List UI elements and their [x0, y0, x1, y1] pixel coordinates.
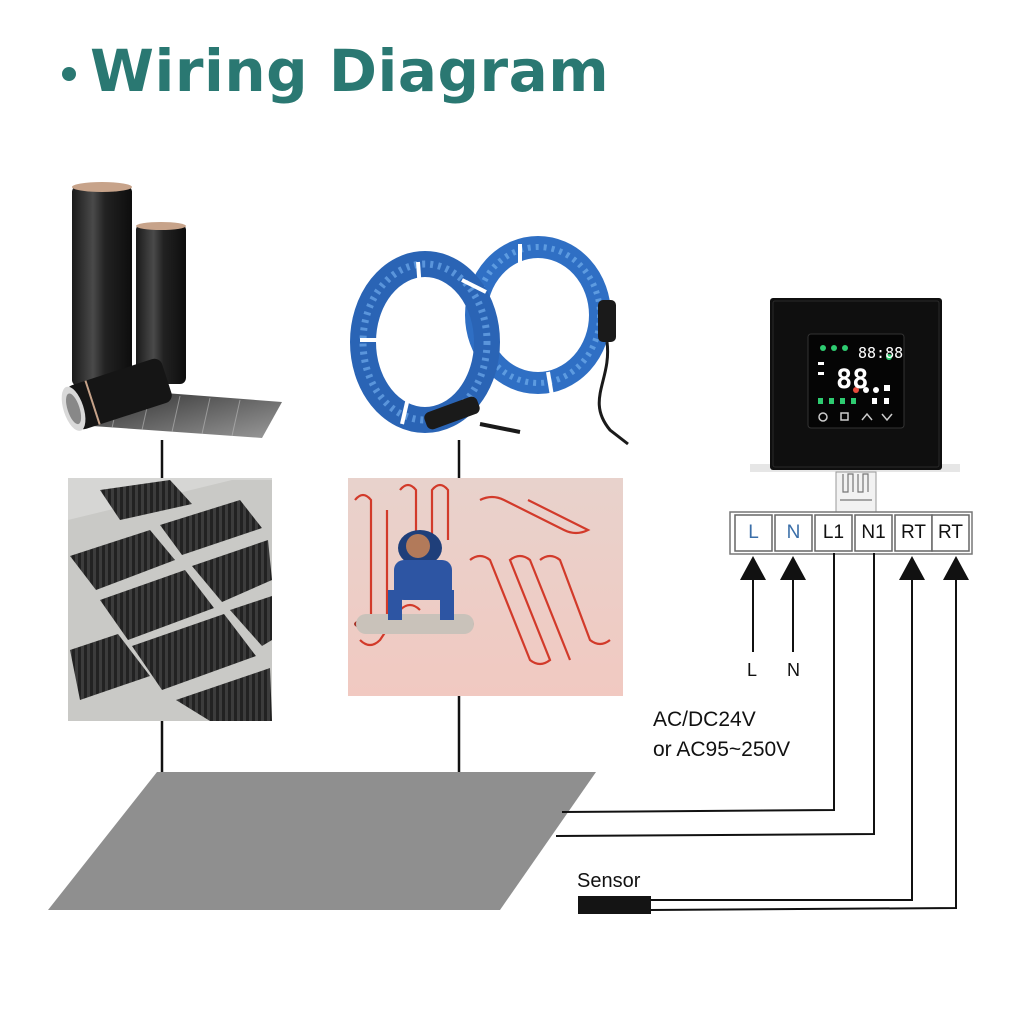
device-connector-lines	[160, 440, 461, 772]
heating-cable-coils-illustration	[350, 236, 629, 446]
heating-film-rolls-illustration	[61, 182, 282, 438]
page-title: Wiring Diagram	[62, 42, 609, 100]
heating-wire-installation-photo	[348, 478, 623, 696]
input-n-label: N	[787, 660, 800, 680]
thermostat-ribbon-cable	[835, 471, 877, 517]
temperature-sensor-probe	[578, 896, 651, 914]
chevron-down-icon	[881, 413, 893, 422]
power-icon	[818, 412, 828, 422]
heating-film-floor-photo	[68, 478, 272, 721]
terminal-l1: L1	[822, 522, 845, 543]
power-supply-spec: AC/DC24V or AC95~250V	[653, 705, 790, 765]
terminal-l: L	[748, 522, 759, 543]
heated-floor-area	[48, 772, 596, 910]
terminal-n: N	[786, 522, 801, 543]
sensor-label: Sensor	[577, 870, 641, 892]
terminal-rt-1: RT	[901, 522, 926, 543]
menu-icon	[840, 412, 849, 421]
sensor-wires	[649, 556, 969, 911]
terminal-n1: N1	[861, 522, 886, 543]
thermostat-temp-display: 88	[836, 364, 869, 395]
title-bullet	[62, 67, 76, 81]
load-output-wires	[555, 553, 875, 837]
chevron-up-icon	[861, 412, 873, 421]
terminal-rt-2: RT	[938, 522, 963, 543]
power-spec-line-1: AC/DC24V	[653, 708, 756, 731]
power-spec-line-2: or AC95~250V	[653, 738, 791, 761]
input-l-label: L	[747, 660, 758, 680]
terminal-block-frame	[729, 511, 973, 555]
page-title-text: Wiring Diagram	[90, 37, 610, 105]
thermostat-clock-display: 88:88	[858, 344, 903, 362]
power-input-arrows	[740, 556, 806, 652]
thermostat-device: 88:88 88	[750, 298, 960, 472]
